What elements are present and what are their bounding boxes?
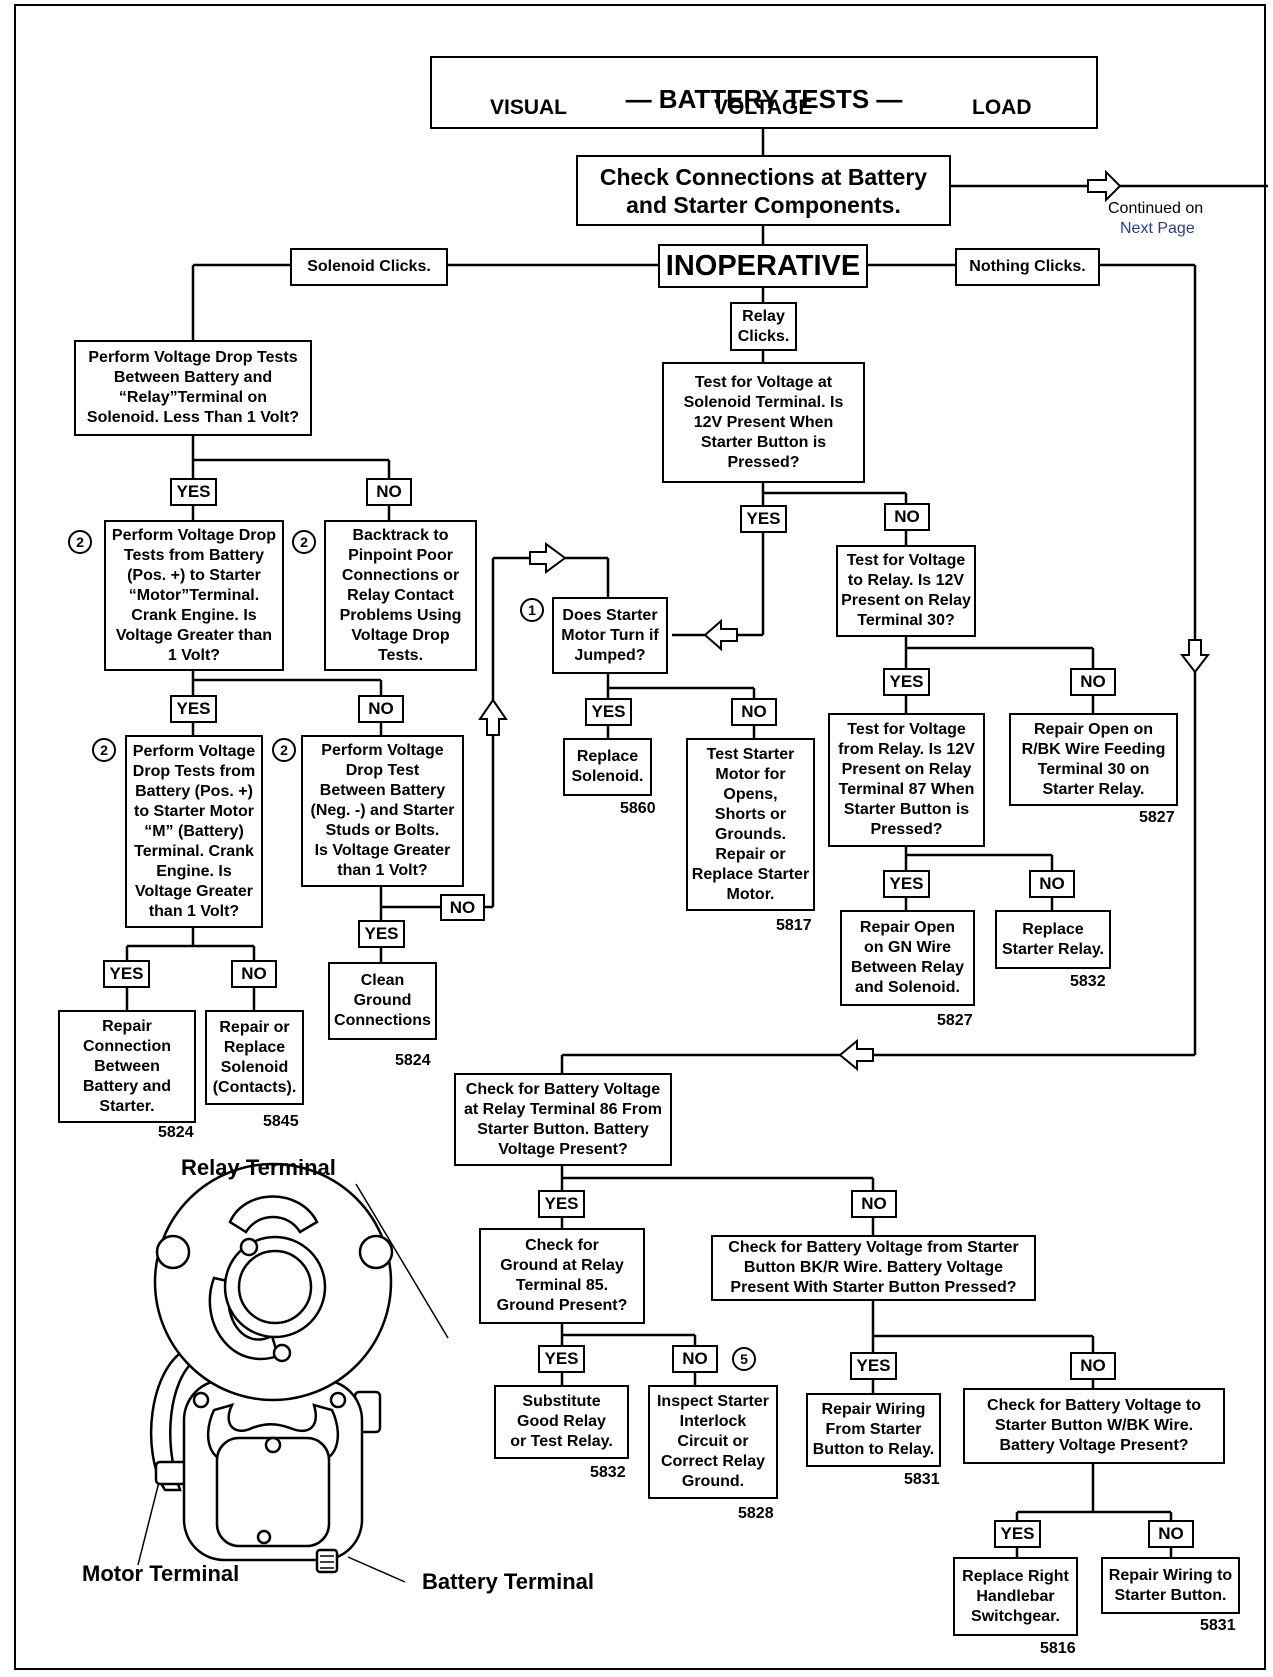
yes-label: YES (538, 1190, 585, 1218)
header-box: — BATTERY TESTS — (430, 56, 1098, 129)
ref-number: 5828 (738, 1505, 774, 1522)
ref-number: 5824 (158, 1124, 194, 1141)
no-label: NO (366, 478, 412, 506)
arrow-right-icon (1087, 169, 1122, 203)
replace-switchgear-box: Replace Right Handlebar Switchgear. (953, 1557, 1078, 1636)
ref-number: 5817 (776, 917, 812, 934)
test-relay-30-box: Test for Voltage to Relay. Is 12V Presen… (836, 545, 976, 637)
arrow-left-icon (838, 1038, 874, 1072)
clean-ground-box: Clean Ground Connections (328, 962, 437, 1040)
check-86-box: Check for Battery Voltage at Relay Termi… (454, 1073, 672, 1166)
step-number-5: 5 (732, 1347, 756, 1371)
yes-label: YES (883, 668, 930, 696)
no-label: NO (1070, 1352, 1116, 1380)
ref-number: 5832 (1070, 973, 1106, 990)
inspect-interlock-box: Inspect Starter Interlock Circuit or Cor… (648, 1385, 778, 1499)
repair-wiring-button-box: Repair Wiring to Starter Button. (1101, 1557, 1240, 1614)
battery-terminal-label: Battery Terminal (422, 1569, 594, 1594)
no-label: NO (1029, 870, 1075, 898)
yes-label: YES (538, 1345, 585, 1373)
motor-terminal-label: Motor Terminal (82, 1561, 240, 1586)
backtrack-box: Backtrack to Pinpoint Poor Connections o… (324, 520, 477, 671)
next-page-link[interactable]: Next Page (1120, 220, 1195, 237)
no-label: NO (231, 960, 277, 988)
no-label: NO (731, 698, 777, 726)
yes-label: YES (585, 698, 632, 726)
ref-number: 5831 (904, 1471, 940, 1488)
page-frame (14, 4, 1266, 1670)
test-relay-87-box: Test for Voltage from Relay. Is 12V Pres… (828, 713, 985, 847)
arrow-up-icon (478, 698, 508, 736)
check-bkr-box: Check for Battery Voltage from Starter B… (711, 1235, 1036, 1301)
yes-label: YES (170, 695, 217, 723)
ref-number: 5824 (395, 1052, 431, 1069)
yes-label: YES (740, 505, 787, 533)
starter-jumped-box: Does Starter Motor Turn if Jumped? (552, 597, 668, 674)
vd-relay-terminal-box: Perform Voltage Drop Tests Between Batte… (74, 340, 312, 436)
substitute-relay-box: Substitute Good Relay or Test Relay. (494, 1385, 629, 1459)
yes-label: YES (170, 478, 217, 506)
ref-number: 5845 (263, 1113, 299, 1130)
header-item-visual: VISUAL (490, 96, 568, 119)
relay-clicks-box: Relay Clicks. (730, 302, 797, 351)
yes-label: YES (103, 960, 150, 988)
ref-number: 5827 (937, 1012, 973, 1029)
vd-m-terminal-box: Perform Voltage Drop Tests from Battery … (125, 735, 263, 928)
no-label: NO (1148, 1520, 1194, 1548)
no-label: NO (1070, 668, 1116, 696)
no-label: NO (672, 1345, 718, 1373)
check-wbk-box: Check for Battery Voltage to Starter But… (963, 1388, 1225, 1464)
step-number-2: 2 (292, 530, 316, 554)
ref-number: 5831 (1200, 1617, 1236, 1634)
arrow-down-icon (1179, 639, 1211, 674)
repair-rbk-box: Repair Open on R/BK Wire Feeding Termina… (1009, 713, 1178, 806)
test-starter-motor-box: Test Starter Motor for Opens, Shorts or … (686, 738, 815, 911)
yes-label: YES (994, 1520, 1041, 1548)
check-85-box: Check for Ground at Relay Terminal 85. G… (479, 1228, 645, 1324)
header-item-load: LOAD (972, 96, 1032, 119)
step-number-2: 2 (92, 738, 116, 762)
ref-number: 5816 (1040, 1640, 1076, 1657)
header-title: — BATTERY TESTS — (625, 84, 903, 114)
no-label: NO (358, 695, 404, 723)
yes-label: YES (358, 920, 405, 948)
nothing-clicks-box: Nothing Clicks. (955, 248, 1100, 286)
repair-gn-box: Repair Open on GN Wire Between Relay and… (840, 910, 975, 1006)
step-number-2: 2 (272, 738, 296, 762)
check-connections-box: Check Connections at Battery and Starter… (576, 155, 951, 226)
step-number-1: 1 (520, 598, 544, 622)
replace-solenoid-box: Replace Solenoid. (563, 738, 652, 796)
continued-text: Continued on (1108, 200, 1204, 217)
arrow-right-icon (529, 542, 567, 574)
starter-motor-illustration (137, 1162, 449, 1583)
step-number-2: 2 (68, 530, 92, 554)
replace-relay-box: Replace Starter Relay. (995, 910, 1111, 969)
repair-wiring-relay-box: Repair Wiring From Starter Button to Rel… (806, 1393, 941, 1467)
no-label: NO (851, 1190, 897, 1218)
ref-number: 5832 (590, 1464, 626, 1481)
repair-connection-box: Repair Connection Between Battery and St… (58, 1010, 196, 1123)
relay-terminal-label: Relay Terminal (181, 1155, 336, 1180)
arrow-left-icon (703, 618, 738, 652)
ref-number: 5827 (1139, 809, 1175, 826)
vd-motor-terminal-box: Perform Voltage Drop Tests from Battery … (104, 520, 284, 671)
no-label: NO (884, 503, 930, 531)
header-item-voltage: VOLTAGE (714, 96, 813, 119)
repair-solenoid-box: Repair or Replace Solenoid (Contacts). (205, 1010, 304, 1105)
inoperative-box: INOPERATIVE (658, 244, 868, 288)
solenoid-clicks-box: Solenoid Clicks. (290, 248, 448, 286)
test-solenoid-terminal-box: Test for Voltage at Solenoid Terminal. I… (662, 362, 865, 483)
vd-ground-box: Perform Voltage Drop Test Between Batter… (301, 735, 464, 887)
yes-label: YES (883, 870, 930, 898)
ref-number: 5860 (620, 800, 656, 817)
no-label: NO (440, 894, 485, 921)
yes-label: YES (850, 1352, 897, 1380)
